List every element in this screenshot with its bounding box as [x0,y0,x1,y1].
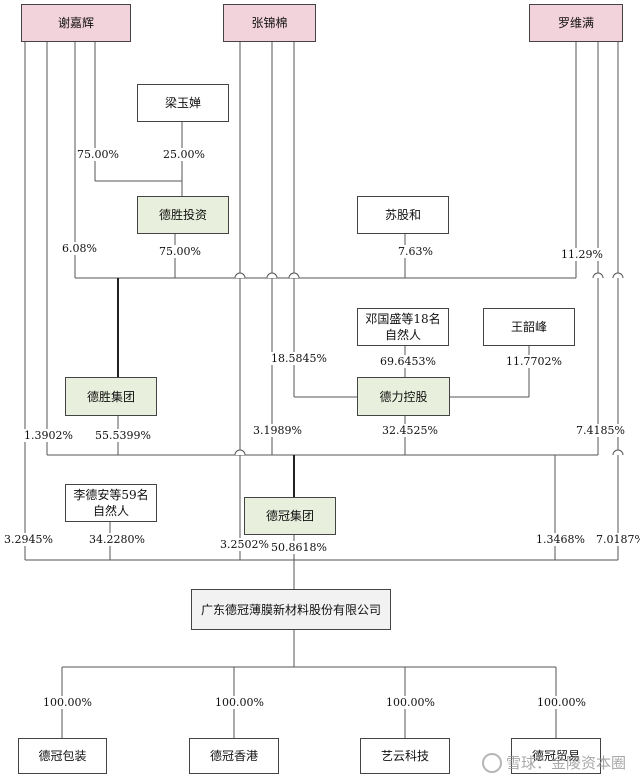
snowball-logo-icon [481,752,502,773]
subsidiary-deguan-hk: 德冠香港 [189,738,279,774]
pct-liang-invest: 25.00% [162,148,206,161]
pct-luo-group: 11.29% [560,248,604,261]
pct-luo-deguan: 7.4185% [575,424,626,437]
pct-sub1: 100.00% [42,696,93,709]
shareholder-li: 李德安等59名自然人 [65,484,157,522]
watermark: 雪球：金陵资本圈 [481,752,626,773]
pct-invest-group: 75.00% [158,245,202,258]
subsidiary-yiyun-tech: 艺云科技 [360,738,450,774]
pct-wang-main: 1.3468% [535,533,586,546]
pct-xie-main: 3.2945% [3,533,54,546]
pct-sub2: 100.00% [214,696,265,709]
pct-li-main: 34.2280% [88,533,146,546]
entity-deli-holding: 德力控股 [357,377,450,416]
pct-xie-invest: 75.00% [76,148,120,161]
shareholder-deng: 邓国盛等18名自然人 [357,308,449,346]
pct-luo-main: 7.0187% [595,533,640,546]
shareholder-su: 苏股和 [357,196,449,234]
entity-desheng-group: 德胜集团 [65,377,157,416]
subsidiary-deguan-packaging: 德冠包装 [18,738,107,774]
pct-zhang-deli: 18.5845% [270,352,328,365]
shareholder-wang: 王韶峰 [483,308,575,346]
pct-zhang-main: 3.2502% [219,538,270,551]
shareholder-liang: 梁玉婵 [137,84,229,122]
pct-deguan-main: 50.8618% [270,541,328,554]
pct-sub3: 100.00% [385,696,436,709]
pct-zhang-deguan: 3.1989% [252,424,303,437]
entity-deguan-group: 德冠集团 [244,497,336,535]
pct-xie-deguan: 1.3902% [23,429,74,442]
pct-wang-deli: 11.7702% [505,355,563,368]
watermark-text: 雪球：金陵资本圈 [505,754,626,772]
shareholder-luo: 罗维满 [529,4,623,42]
subsidiary-deguan-trade: 德冠贸易 [511,738,601,774]
main-company: 广东德冠薄膜新材料股份有限公司 [191,589,391,630]
pct-xie-group: 6.08% [61,242,98,255]
entity-desheng-invest: 德胜投资 [137,196,229,234]
pct-desheng-deguan: 55.5399% [94,429,152,442]
pct-deng-deli: 69.6453% [379,355,437,368]
shareholder-zhang: 张锦棉 [223,4,316,42]
pct-su-group: 7.63% [397,245,434,258]
pct-sub4: 100.00% [536,696,587,709]
shareholder-xie: 谢嘉辉 [21,4,131,42]
pct-deli-deguan: 32.4525% [381,424,439,437]
